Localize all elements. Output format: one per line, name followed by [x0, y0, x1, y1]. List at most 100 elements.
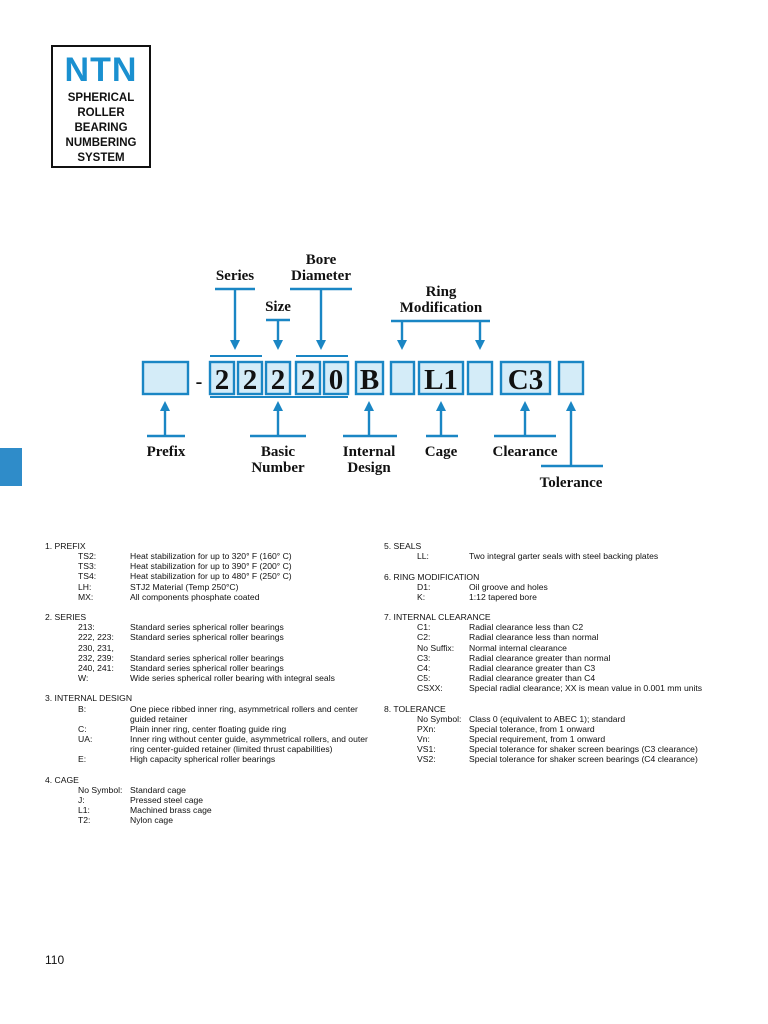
legend-row: VS2:Special tolerance for shaker screen …	[384, 754, 714, 764]
basic-digit-box-5	[322, 360, 350, 396]
legend-code: 222, 223:	[78, 632, 114, 643]
legend-description: Radial clearance greater than normal	[469, 652, 611, 663]
legend-description: Special tolerance for shaker screen bear…	[469, 744, 698, 755]
basic-digit-box-4	[294, 360, 322, 396]
legend-row: MX: All components phosphate coated	[45, 592, 375, 602]
legend-description: Radial clearance less than normal	[469, 632, 599, 643]
legend-description: Nylon cage	[130, 815, 173, 826]
legend-code: Vn:	[417, 734, 430, 745]
legend-description: Pressed steel cage	[130, 795, 204, 805]
legend-code: D1:	[417, 581, 431, 592]
legend-code: 232, 239:	[78, 652, 114, 663]
legend-description: Oil groove and holes	[469, 581, 548, 592]
legend-code: B:	[78, 703, 87, 714]
code-digit-2: 2	[243, 364, 258, 396]
legend-code: UA:	[78, 734, 93, 745]
legend-description: High capacity spherical roller bearings	[130, 754, 276, 765]
legend-description: Standard cage	[130, 784, 186, 795]
legend-description: Plain inner ring, center floating guide …	[130, 723, 287, 734]
legend-code: C:	[78, 723, 87, 734]
section-title: 3. INTERNAL DESIGN	[45, 693, 133, 704]
legend-row: B: One piece ribbed inner ring, asymmetri…	[45, 704, 375, 724]
legend-description: Radial clearance less than C2	[469, 622, 584, 633]
page-number: 110	[45, 953, 65, 967]
ntn-logo: NTN	[64, 51, 138, 89]
legend-description: Class 0 (equivalent to ABEC 1); standard	[469, 713, 626, 724]
basic-digit-box-1	[208, 360, 236, 396]
legend-code: L1:	[78, 805, 90, 816]
code-digit-4: 2	[301, 364, 316, 396]
legend-row: T2:Nylon cage	[45, 815, 375, 825]
legend-description: Heat stabilization for up to 320° F (160…	[130, 551, 292, 562]
section-title: 4. CAGE	[45, 774, 79, 785]
label-size: Size	[265, 299, 291, 315]
legend-code: 240, 241:	[78, 662, 114, 673]
prefix-box	[141, 360, 190, 396]
legend-description: 1:12 tapered bore	[469, 591, 537, 602]
legend-row: D1: Oil groove and holes	[384, 582, 714, 592]
label-bore-line2: Diameter	[291, 268, 351, 284]
legend-code: LH:	[78, 581, 92, 592]
legend-row: 232, 239:Standard series spherical rolle…	[45, 653, 375, 663]
legend-row: No Suffix:Normal internal clearance	[384, 643, 714, 653]
label-tolerance: Tolerance	[540, 475, 603, 491]
label-ring-line1: Ring	[426, 284, 457, 300]
legend-row: K:1:12 tapered bore	[384, 592, 714, 602]
legend-code: TS4:	[78, 571, 97, 582]
code-internal: B	[360, 364, 379, 396]
legend-description: Standard series spherical roller bearing…	[130, 662, 284, 673]
legend-row: TS4:Heat stabilization for up to 480° F …	[45, 571, 375, 581]
legend-row: PXn:Special tolerance, from 1 onward	[384, 724, 714, 734]
legend-row: CSXX:Special radial clearance; XX is mea…	[384, 683, 714, 693]
label-bore-line1: Bore	[306, 252, 337, 268]
brand-logo-box: NTN SPHERICAL ROLLER BEARING NUMBERING S…	[51, 45, 151, 168]
legend-description: Special requirement, from 1 onward	[469, 734, 606, 745]
legend-row: 240, 241: Standard series spherical rolle…	[45, 663, 375, 673]
tolerance-box	[557, 360, 585, 396]
legend-description: Wide series spherical roller bearing wit…	[130, 673, 335, 684]
code-clearance: C3	[508, 364, 543, 396]
legend-row: No Symbol: Class 0 (equivalent to ABEC 1)…	[384, 714, 714, 724]
legend-code: C5:	[417, 673, 431, 684]
label-internal-line2: Design	[347, 460, 391, 476]
code-digit-3: 2	[271, 364, 286, 396]
logo-title: SPHERICAL ROLLER BEARING NUMBERING SYSTE…	[65, 92, 137, 164]
legend-description: Two integral garter seals with steel bac…	[469, 551, 659, 562]
legend-row: No Symbol:Standard cage	[45, 785, 375, 795]
label-series: Series	[216, 268, 254, 284]
legend-description	[130, 643, 375, 653]
legend-code: TS3:	[78, 561, 97, 572]
label-basic-line1: Basic	[261, 444, 296, 460]
legend-row: C3: Radial clearance greater than normal	[384, 653, 714, 663]
legend-code: No Symbol:	[417, 713, 462, 724]
legend-row: C: Plain inner ring, center floating guid…	[45, 724, 375, 734]
legend-code: 213:	[78, 622, 95, 633]
side-tab-marker	[0, 448, 22, 486]
legend-row: LL: Two integral garter seals with steel …	[384, 551, 714, 561]
legend-row: L1:Machined brass cage	[45, 805, 375, 815]
internal-design-box	[354, 360, 385, 396]
code-dash: -	[196, 371, 203, 393]
basic-digit-box-3	[264, 360, 292, 396]
basic-digit-box-2	[236, 360, 264, 396]
legend-code: No Suffix:	[417, 642, 455, 653]
legend-description: All components phosphate coated	[130, 591, 260, 602]
legend-code: LL:	[417, 551, 429, 562]
legend-row: TS2:Heat stabilization for up to 320° F …	[45, 551, 375, 561]
clearance-box	[499, 360, 552, 396]
legend-row: TS3:Heat stabilization for up to 390° F …	[45, 561, 375, 571]
legend-code: MX:	[78, 591, 94, 602]
legend-description: Special tolerance, from 1 onward	[469, 723, 595, 734]
section-title: 2. SERIES	[45, 612, 87, 623]
legend-description: STJ2 Material (Temp 250°C)	[130, 581, 239, 592]
label-cage: Cage	[425, 444, 458, 460]
legend-description: One piece ribbed inner ring, asymmetrica…	[130, 703, 358, 724]
legend-row: 213:Standard series spherical roller bea…	[45, 622, 375, 632]
legend-code: C3:	[417, 652, 431, 663]
